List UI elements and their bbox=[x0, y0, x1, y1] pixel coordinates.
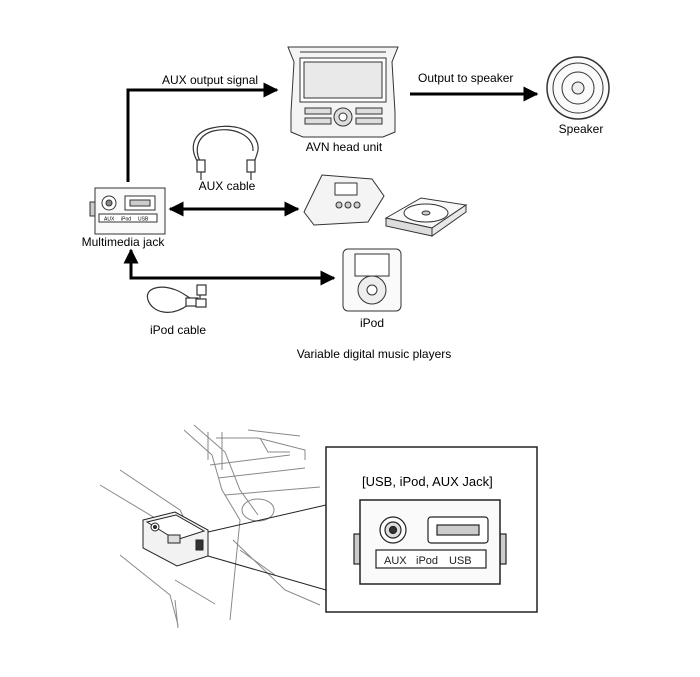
jack-small-aux: AUX bbox=[104, 217, 115, 223]
mp3-player-illustration bbox=[303, 174, 385, 226]
multimedia-jack-illustration bbox=[89, 187, 166, 235]
detail-label-aux: AUX bbox=[384, 555, 407, 567]
players-caption: Variable digital music players bbox=[297, 347, 452, 361]
ipod-link-arrow bbox=[123, 248, 336, 286]
jack-small-ipod: iPod bbox=[121, 217, 131, 223]
aux-output-arrow bbox=[126, 82, 279, 182]
ipod-label: iPod bbox=[360, 316, 384, 330]
speaker-illustration bbox=[546, 56, 610, 120]
car-console-sketch bbox=[99, 424, 321, 629]
output-speaker-label: Output to speaker bbox=[418, 71, 513, 85]
zoom-title: [USB, iPod, AUX Jack] bbox=[362, 474, 493, 489]
detail-label-usb: USB bbox=[449, 555, 472, 567]
cd-player-illustration bbox=[384, 197, 468, 237]
avn-head-unit-label: AVN head unit bbox=[306, 140, 383, 154]
console-jack-illustration bbox=[142, 511, 209, 567]
ipod-cable-illustration bbox=[146, 284, 207, 313]
connection-lines bbox=[123, 82, 539, 286]
ipod-illustration bbox=[342, 248, 402, 312]
jack-small-usb: USB bbox=[138, 217, 149, 223]
aux-cable-illustration bbox=[192, 125, 259, 180]
ipod-cable-label: iPod cable bbox=[150, 323, 206, 337]
speaker-label: Speaker bbox=[559, 122, 604, 136]
aux-cable-label: AUX cable bbox=[199, 179, 256, 193]
detail-jack-illustration bbox=[353, 499, 507, 585]
multimedia-jack-label: Multimedia jack bbox=[82, 235, 166, 249]
avn-head-unit-illustration bbox=[287, 46, 399, 138]
aux-output-label: AUX output signal bbox=[162, 73, 258, 87]
detail-label-ipod: iPod bbox=[416, 555, 438, 567]
callout-connector bbox=[207, 504, 327, 591]
